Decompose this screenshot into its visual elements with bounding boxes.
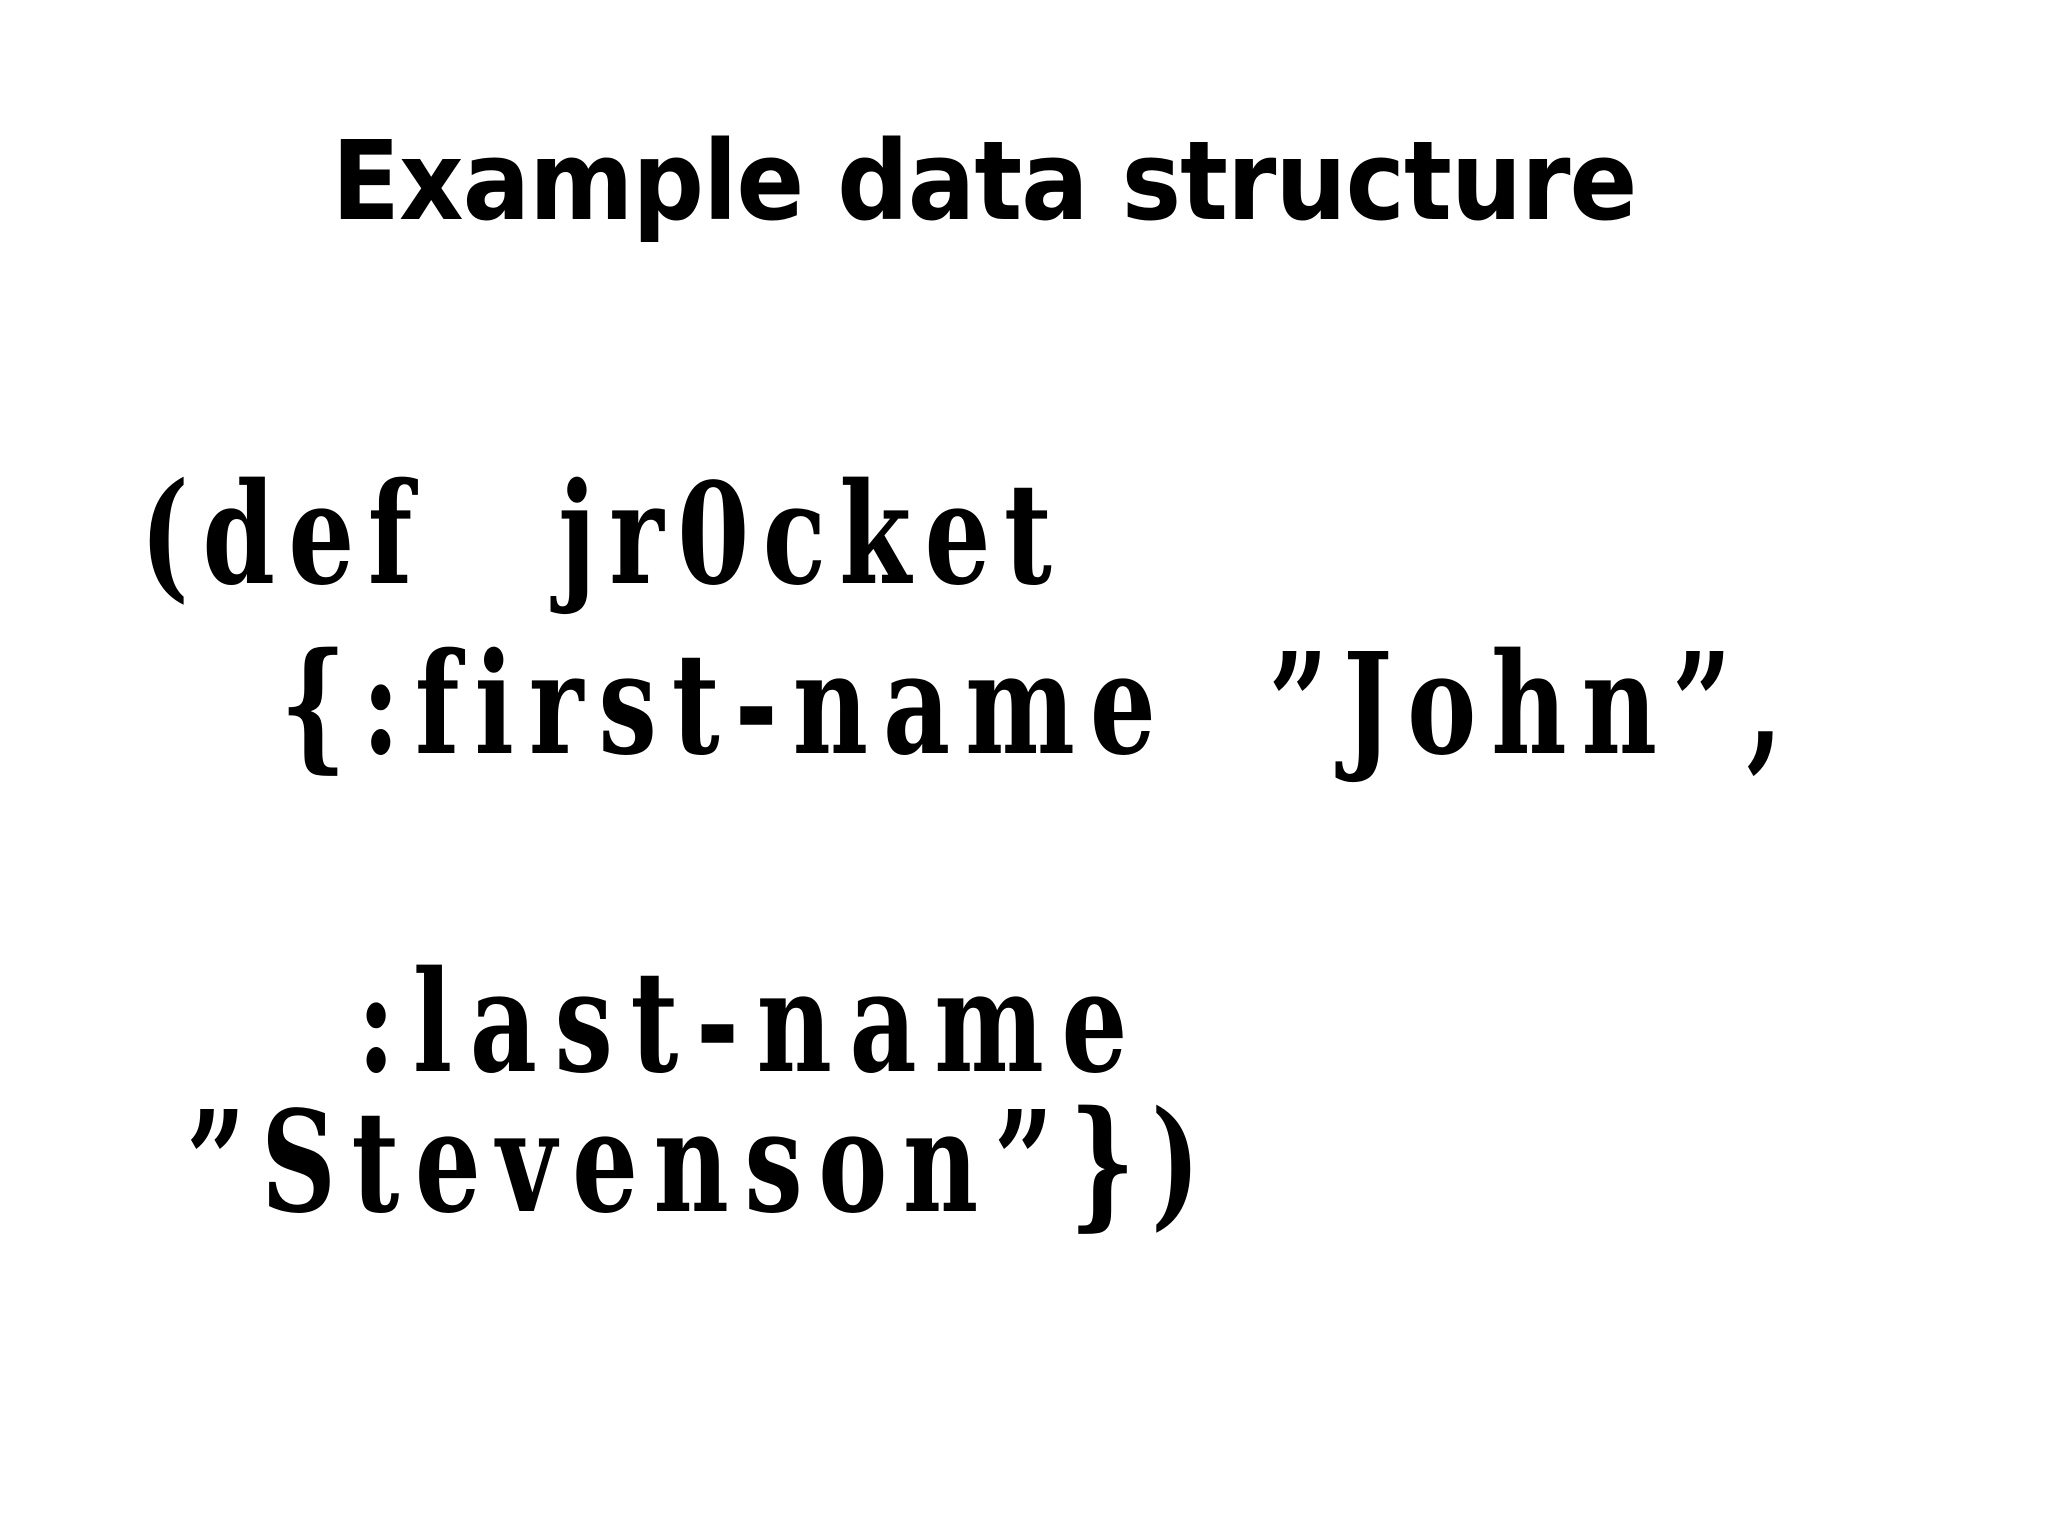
code-line-first-name: {:first-name ”John”, <box>280 623 1798 787</box>
slide-title: Example data structure <box>331 117 1638 245</box>
code-line-stevenson: ”Stevenson”}) <box>186 1081 1216 1245</box>
code-line-def: (def jr0cket <box>140 453 1066 617</box>
code-line-last-name: :last-name <box>357 941 1146 1105</box>
